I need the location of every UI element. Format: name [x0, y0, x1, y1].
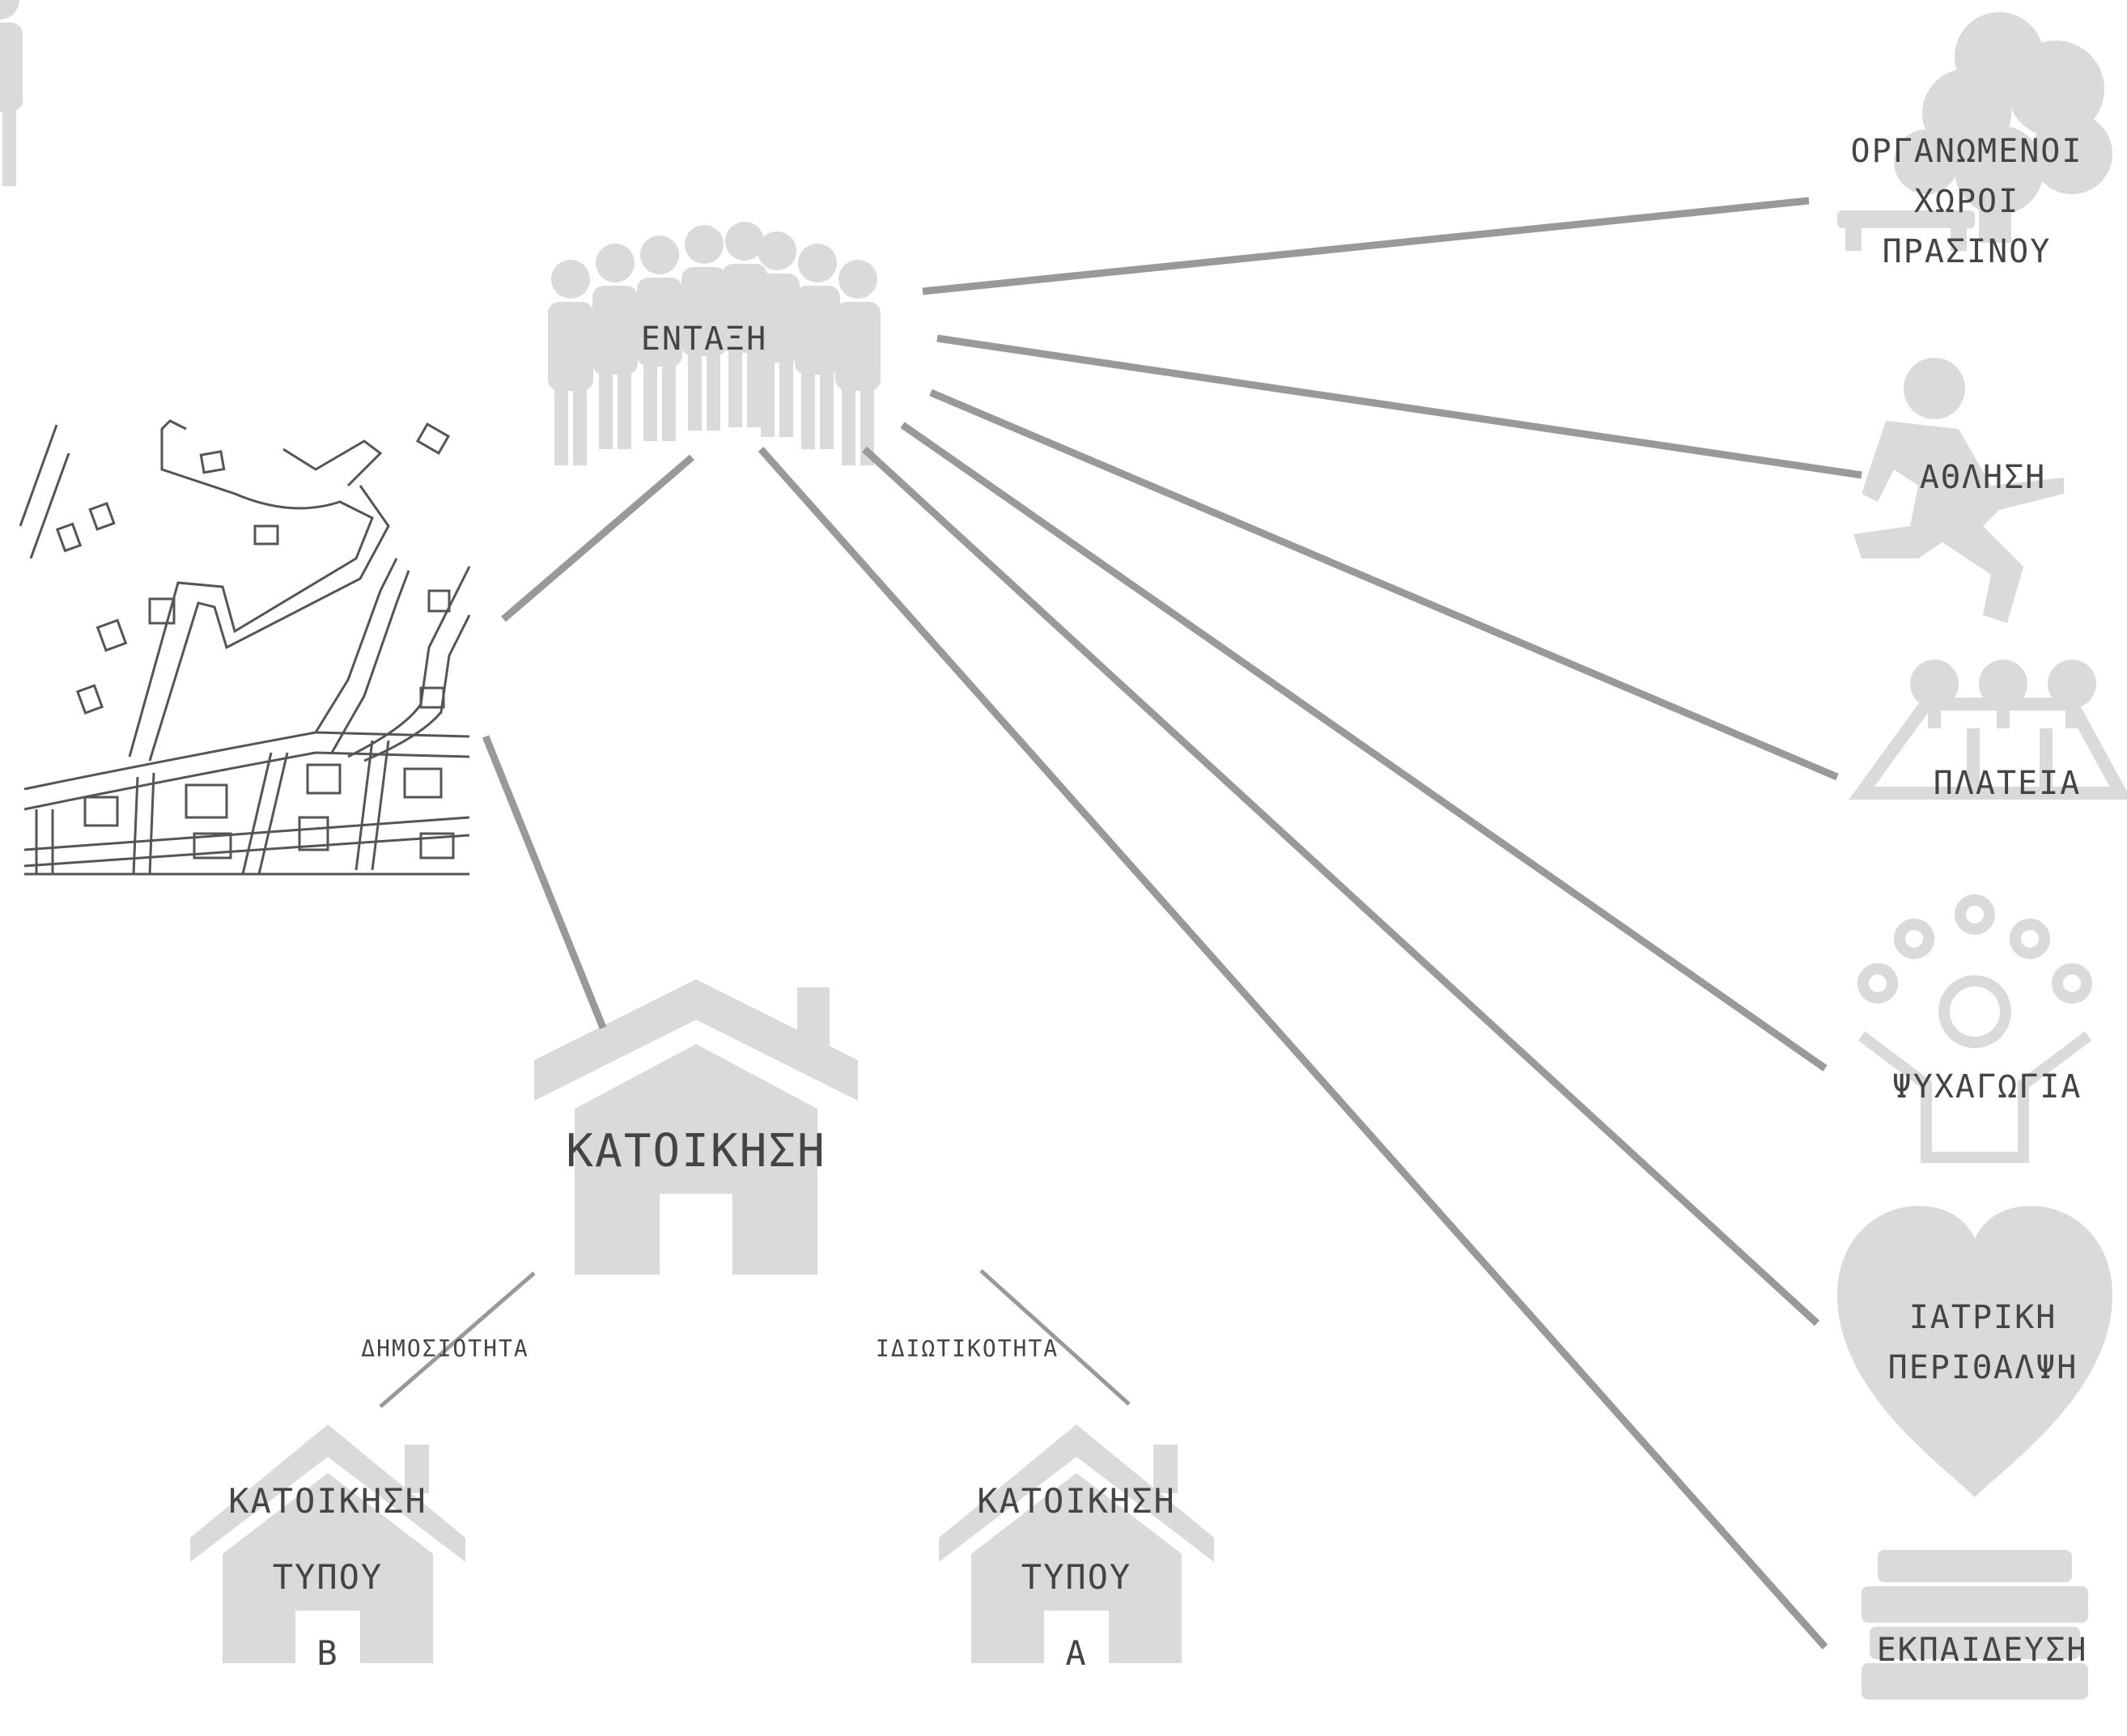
- edge-entaxi-square: [929, 388, 1839, 781]
- center-node-label: ΕΝΤΑΞΗ: [640, 320, 768, 358]
- service-label-green: ΟΡΓΑΝΩΜΕΝΟΙ ΧΩΡΟΙ ΠΡΑΣΙΝΟΥ: [1850, 133, 2083, 270]
- service-label-health: ΙΑΤΡΙΚΗ ΠΕΡΙΘΑΛΨΗ: [1887, 1299, 2078, 1386]
- edge-map-housing: [482, 735, 607, 1029]
- site-map-icon: [19, 419, 471, 876]
- house-a-icon: [939, 1424, 1214, 1663]
- edge-label-public: ΔΗΜΟΣΙΟΤΗΤΑ: [361, 1335, 529, 1362]
- service-label-education: ΕΚΠΑΙΔΕΥΣΗ: [1876, 1632, 2088, 1669]
- edge-entaxi-education: [758, 447, 1828, 1649]
- runner-icon: [1853, 358, 2064, 623]
- house-b-icon: [190, 1424, 465, 1663]
- edge-housing-public: [379, 1271, 536, 1408]
- people-group-icon: [0, 0, 881, 465]
- edge-entaxi-green: [922, 197, 1810, 295]
- housing-b-label: ΚΑΤΟΙΚΗΣΗ ΤΥΠΟΥ Β: [228, 1481, 427, 1673]
- edge-entaxi-sport: [936, 334, 1862, 479]
- tree-icon: [1837, 12, 2112, 251]
- celebration-icon: [1857, 894, 2092, 1163]
- housing-a-label: ΚΑΤΟΙΚΗΣΗ ΤΥΠΟΥ Α: [977, 1481, 1176, 1673]
- housing-main-label: ΚΑΤΟΙΚΗΣΗ: [566, 1125, 826, 1178]
- edge-map-entaxi: [501, 454, 694, 622]
- house-main-icon: [534, 979, 858, 1275]
- edge-entaxi-leisure: [900, 422, 1828, 1072]
- books-icon: [1862, 1550, 2088, 1700]
- square-park-icon: [1849, 660, 2127, 800]
- service-label-leisure: ΨΥΧΑΓΩΓΙΑ: [1891, 1068, 2082, 1106]
- edge-housing-private: [979, 1269, 1131, 1406]
- service-label-sport: ΑΘΛΗΣΗ: [1919, 459, 2047, 496]
- service-label-square: ΠΛΑΤΕΙΑ: [1933, 765, 2082, 802]
- edge-label-private: ΙΔΙΩΤΙΚΟΤΗΤΑ: [875, 1335, 1059, 1362]
- edge-entaxi-health: [861, 446, 1820, 1326]
- heart-pulse-icon: [1837, 1206, 2112, 1497]
